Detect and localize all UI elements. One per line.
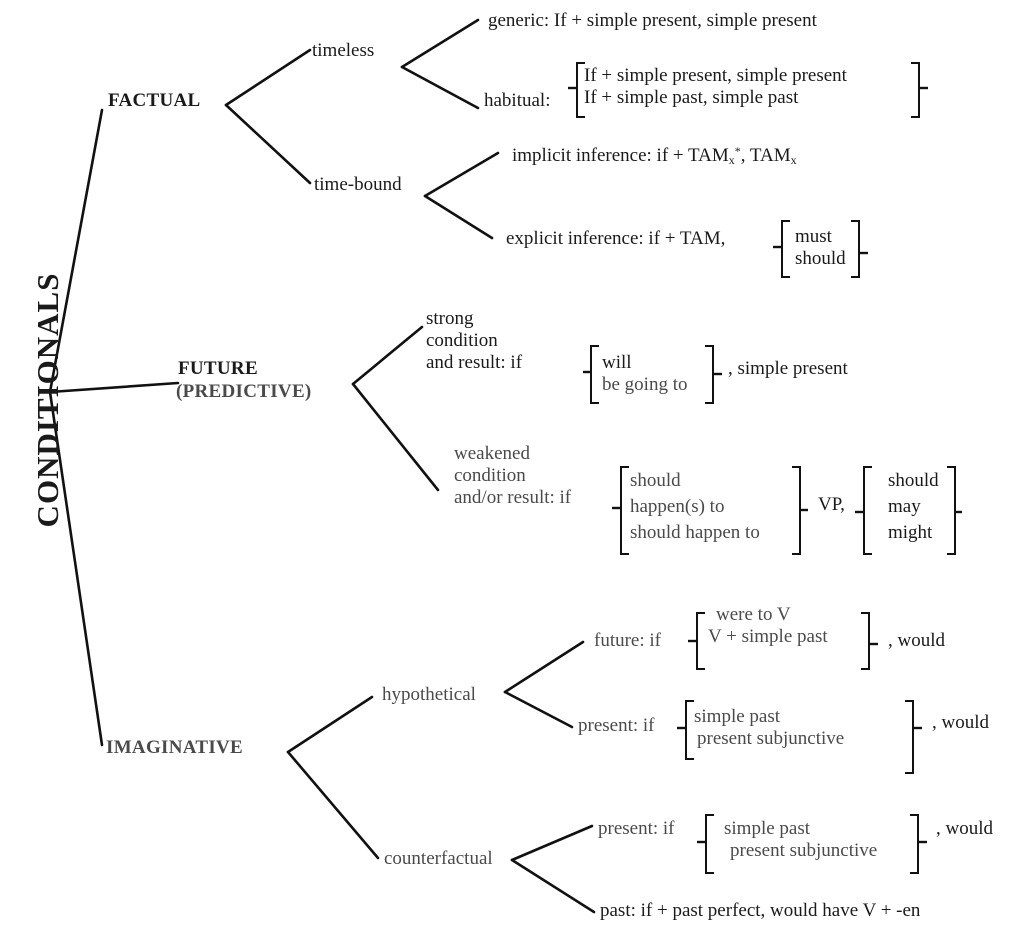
- weakened-option: should: [630, 470, 681, 491]
- edge-counterfactual-present: [510, 824, 594, 862]
- hyp-future-option: V + simple past: [708, 626, 828, 647]
- edge-root-future: [48, 381, 180, 394]
- bracket-weakened-left: [620, 466, 629, 555]
- implicit-text: implicit inference: if + TAM: [512, 145, 729, 166]
- edge-factual-timeless: [224, 48, 312, 107]
- edge-timeless-habitual: [400, 65, 480, 110]
- bracket-cf-present-right: [910, 814, 919, 874]
- weakened-option: should happen to: [630, 522, 760, 543]
- hyp-future-label: future: if: [594, 630, 662, 651]
- node-factual: FACTUAL: [108, 90, 201, 111]
- edge-root-imaginative: [48, 390, 104, 747]
- bracket-result-right: [947, 466, 956, 555]
- explicit-options: must should: [795, 226, 846, 270]
- leaf-generic: generic: If + simple present, simple pre…: [488, 10, 817, 31]
- weakened-options: should happen(s) to should happen to: [630, 468, 760, 546]
- implicit-sub-x: x: [728, 153, 735, 167]
- edge-factual-timebound: [224, 103, 312, 185]
- node-time-bound: time-bound: [314, 174, 402, 195]
- leaf-explicit-inference: explicit inference: if + TAM,: [506, 228, 726, 249]
- edge-imaginative-hypothetical: [286, 695, 374, 754]
- implicit-mid: , TAM: [740, 145, 791, 166]
- result-option: should: [888, 470, 939, 491]
- bracket-explicit-right: [851, 220, 860, 278]
- node-future-predictive: (PREDICTIVE): [176, 381, 312, 402]
- bracket-cf-present-left: [705, 814, 714, 874]
- weakened-line: weakened: [454, 443, 530, 464]
- weakened-option: happen(s) to: [630, 496, 725, 517]
- habitual-options: If + simple present, simple present If +…: [584, 65, 847, 109]
- node-timeless: timeless: [312, 40, 375, 61]
- weakened-line: and/or result: if: [454, 487, 572, 508]
- node-imaginative: IMAGINATIVE: [106, 737, 244, 758]
- strong-options: will be going to: [602, 352, 688, 396]
- bracket-hyp-present-left: [685, 700, 694, 760]
- bracket-hyp-future-left: [696, 612, 705, 670]
- edge-hypothetical-future: [503, 640, 585, 694]
- cf-present-option: present subjunctive: [730, 840, 878, 861]
- cf-present-option: simple past: [724, 818, 811, 839]
- strong-option: be going to: [602, 374, 688, 395]
- root-label-conditionals: CONDITIONALS: [30, 272, 65, 528]
- edge-timeless-generic: [400, 18, 480, 69]
- hyp-future-options: were to V V + simple past: [708, 604, 828, 648]
- hyp-present-options: simple past present subjunctive: [694, 706, 844, 750]
- strong-option: will: [602, 352, 632, 373]
- weakened-line: condition: [454, 465, 526, 486]
- implicit-sup-star: *: [734, 144, 741, 158]
- edge-root-factual: [48, 108, 104, 394]
- leaf-implicit-inference: implicit inference: if + TAMx*, TAMx: [512, 140, 797, 171]
- hyp-present-label: present: if: [578, 715, 655, 736]
- hyp-future-option: were to V: [716, 604, 791, 625]
- hyp-future-suffix: , would: [888, 630, 945, 651]
- bracket-strong-left: [590, 345, 599, 404]
- hyp-present-suffix: , would: [932, 712, 989, 733]
- cf-present-label: present: if: [598, 818, 675, 839]
- edge-timebound-implicit: [423, 151, 500, 198]
- weakened-vp: VP,: [818, 494, 845, 515]
- bracket-hyp-present-right: [905, 700, 914, 774]
- strong-condition-text: strong condition and result: if: [426, 308, 522, 374]
- weakened-condition-text: weakened condition and/or result: if: [454, 443, 571, 509]
- strong-line: strong: [426, 308, 474, 329]
- strong-line: and result: if: [426, 352, 523, 373]
- leaf-habitual-label: habitual:: [484, 90, 551, 111]
- explicit-option: should: [795, 248, 846, 269]
- habitual-option: If + simple past, simple past: [584, 87, 799, 108]
- bracket-hyp-future-right: [861, 612, 870, 670]
- strong-suffix: , simple present: [728, 358, 848, 379]
- bracket-weakened-right: [792, 466, 801, 555]
- bracket-strong-right: [705, 345, 714, 404]
- edge-future-weakened: [351, 382, 440, 492]
- implicit-sub-x2: x: [790, 153, 797, 167]
- node-future: FUTURE: [178, 358, 258, 379]
- leaf-counterfactual-past: past: if + past perfect, would have V + …: [600, 900, 921, 921]
- explicit-option: must: [795, 226, 832, 247]
- result-option: may: [888, 496, 921, 517]
- edge-timebound-explicit: [423, 194, 494, 240]
- edge-future-strong: [351, 325, 424, 386]
- edge-hypothetical-present: [503, 690, 574, 729]
- node-counterfactual: counterfactual: [384, 848, 493, 869]
- bracket-explicit-left: [781, 220, 790, 278]
- hyp-present-option: simple past: [694, 706, 781, 727]
- bracket-result-left: [863, 466, 872, 555]
- bracket-habitual-left: [576, 62, 585, 118]
- cf-present-options: simple past present subjunctive: [724, 818, 877, 862]
- strong-line: condition: [426, 330, 498, 351]
- weakened-result-options: should may might: [888, 468, 939, 546]
- node-hypothetical: hypothetical: [382, 684, 476, 705]
- cf-present-suffix: , would: [936, 818, 993, 839]
- edge-counterfactual-past: [510, 858, 596, 914]
- result-option: might: [888, 522, 933, 543]
- hyp-present-option: present subjunctive: [697, 728, 845, 749]
- habitual-option: If + simple present, simple present: [584, 65, 847, 86]
- bracket-habitual-right: [911, 62, 920, 118]
- edge-imaginative-counterfactual: [286, 750, 380, 860]
